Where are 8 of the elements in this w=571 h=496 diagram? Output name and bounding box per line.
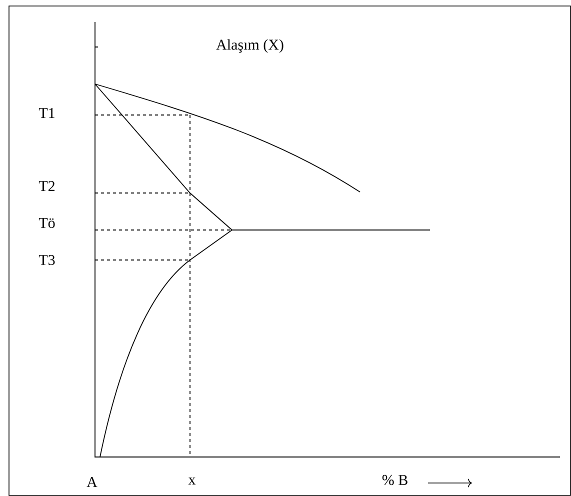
y-axis-label: T3 bbox=[38, 254, 55, 266]
x-axis-label: x bbox=[188, 478, 196, 484]
chart-title: Alaşım (X) bbox=[216, 39, 284, 53]
x-axis-label: A bbox=[86, 477, 98, 487]
y-axis-label: Tö bbox=[38, 218, 55, 228]
y-axis-label: T2 bbox=[38, 181, 54, 191]
x-axis-title: % B bbox=[382, 474, 408, 486]
y-axis-label: T1 bbox=[38, 108, 54, 118]
